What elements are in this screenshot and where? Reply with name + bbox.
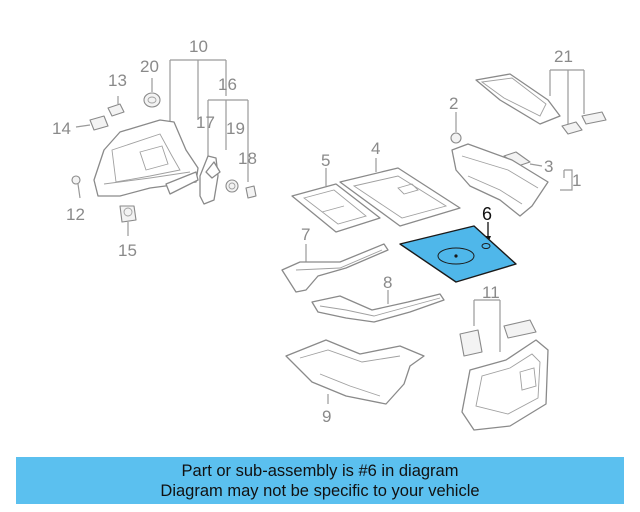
callout-14: 14	[52, 119, 71, 138]
callout-19: 19	[226, 119, 245, 138]
tonneau-group	[450, 69, 607, 217]
callout-15: 15	[118, 241, 137, 260]
callout-8: 8	[383, 273, 392, 292]
callout-21: 21	[554, 47, 573, 66]
part-6-mat[interactable]	[399, 222, 517, 283]
info-banner: Part or sub-assembly is #6 in diagram Di…	[16, 457, 624, 504]
callout-6[interactable]: 6	[482, 204, 492, 224]
quarter-trim-right-group	[459, 299, 549, 431]
callout-5: 5	[321, 151, 330, 170]
floor-carpet-group	[285, 339, 425, 405]
callout-1: 1	[572, 171, 581, 190]
callout-11: 11	[482, 283, 500, 302]
callout-7: 7	[301, 225, 310, 244]
callout-9: 9	[322, 407, 331, 426]
callout-20: 20	[140, 57, 159, 76]
quarter-trim-left-group	[71, 59, 257, 236]
banner-line-2: Diagram may not be specific to your vehi…	[160, 481, 480, 500]
callout-17: 17	[196, 113, 215, 132]
callout-4: 4	[371, 139, 380, 158]
callout-18: 18	[238, 149, 257, 168]
callout-12: 12	[66, 205, 85, 224]
callout-10: 10	[189, 37, 208, 56]
callout-3: 3	[544, 157, 553, 176]
floor-boards-group	[291, 158, 461, 233]
callout-13: 13	[108, 71, 127, 90]
rails-group	[281, 243, 445, 323]
callout-16: 16	[218, 75, 237, 94]
callout-labels: 1 2 3 4 5 6 7 8 9 10 11 12 13 14 15 16 1…	[52, 37, 581, 426]
callout-2: 2	[449, 94, 458, 113]
banner-line-1: Part or sub-assembly is #6 in diagram	[181, 461, 459, 480]
